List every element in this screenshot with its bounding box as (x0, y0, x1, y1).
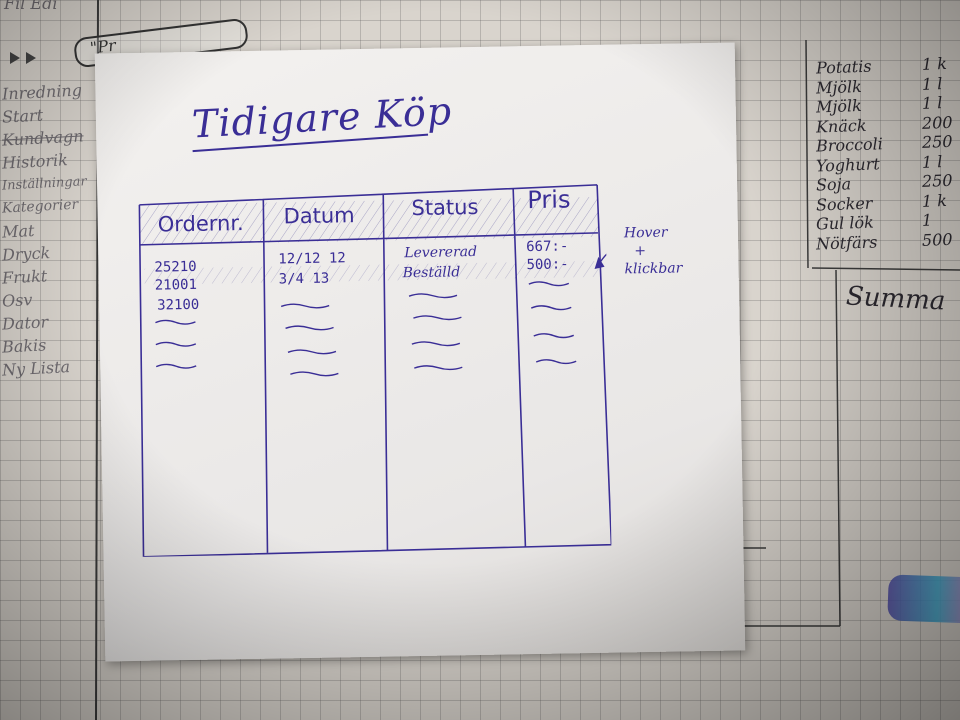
placeholder-squiggles (155, 245, 612, 377)
sketch-sheet: Tidigare Köp Ordernr. Datum Status Pris … (94, 42, 746, 662)
orders-table: Ordernr. Datum Status Pris 25210 21001 3… (135, 175, 612, 557)
nav-item: Ny Lista (1, 357, 71, 380)
menu-bar-text: Fil Edi (4, 0, 58, 13)
marker-object (887, 574, 960, 624)
summa-label: Summa (845, 281, 947, 317)
hover-annotation: Hover + klickbar (623, 224, 683, 278)
page-title: Tidigare Köp (190, 88, 454, 147)
background-left-nav: Inredning Start Kundvagn Historik Instäl… (2, 80, 102, 379)
table-lines (138, 184, 612, 557)
